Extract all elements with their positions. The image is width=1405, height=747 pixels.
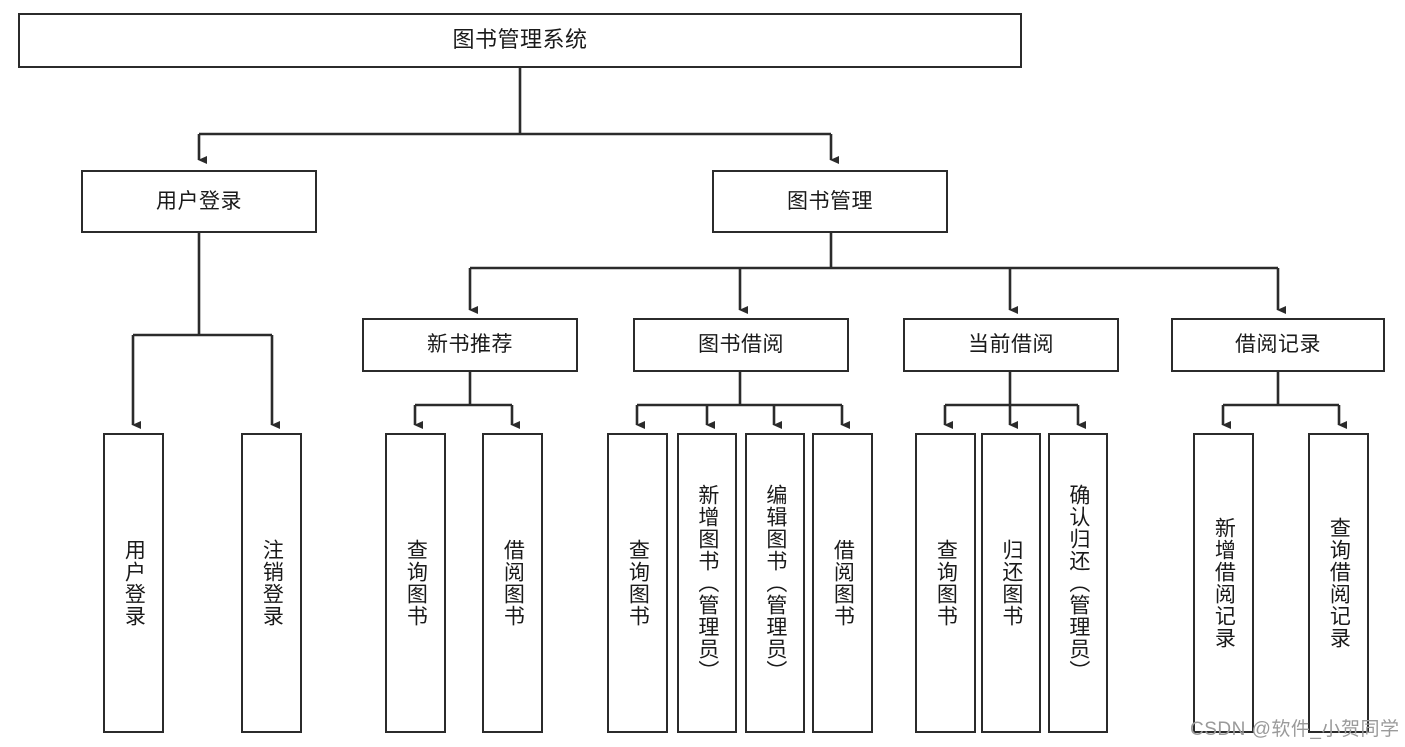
node-book-management[interactable]: 图书管理 xyxy=(712,170,948,233)
leaf-query-book-current-label: 查询图书 xyxy=(934,539,958,627)
leaf-query-borrow-record[interactable]: 查询借阅记录 xyxy=(1308,433,1369,733)
leaf-add-borrow-record[interactable]: 新增借阅记录 xyxy=(1193,433,1254,733)
leaf-confirm-return-admin[interactable]: 确认归还（管理员） xyxy=(1048,433,1108,733)
node-new-book-recommend[interactable]: 新书推荐 xyxy=(362,318,578,372)
leaf-user-login-label: 用户登录 xyxy=(122,539,146,627)
node-book-management-label: 图书管理 xyxy=(787,189,873,213)
leaf-add-book-admin[interactable]: 新增图书（管理员） xyxy=(677,433,737,733)
leaf-borrow-book-recommend[interactable]: 借阅图书 xyxy=(482,433,543,733)
node-current-borrow[interactable]: 当前借阅 xyxy=(903,318,1119,372)
node-current-borrow-label: 当前借阅 xyxy=(968,333,1054,357)
leaf-return-book-label: 归还图书 xyxy=(999,539,1023,627)
leaf-query-book-recommend[interactable]: 查询图书 xyxy=(385,433,446,733)
leaf-borrow-book-recommend-label: 借阅图书 xyxy=(501,539,525,627)
leaf-edit-book-admin-label: 编辑图书（管理员） xyxy=(763,484,787,682)
node-borrow-record[interactable]: 借阅记录 xyxy=(1171,318,1385,372)
leaf-user-login[interactable]: 用户登录 xyxy=(103,433,164,733)
node-book-borrow[interactable]: 图书借阅 xyxy=(633,318,849,372)
node-user-login-label: 用户登录 xyxy=(156,189,242,213)
leaf-return-book[interactable]: 归还图书 xyxy=(981,433,1041,733)
node-root[interactable]: 图书管理系统 xyxy=(18,13,1022,68)
leaf-query-book-current[interactable]: 查询图书 xyxy=(915,433,976,733)
leaf-logout[interactable]: 注销登录 xyxy=(241,433,302,733)
node-user-login[interactable]: 用户登录 xyxy=(81,170,317,233)
leaf-add-book-admin-label: 新增图书（管理员） xyxy=(695,484,719,682)
leaf-borrow-book-label: 借阅图书 xyxy=(831,539,855,627)
leaf-edit-book-admin[interactable]: 编辑图书（管理员） xyxy=(745,433,805,733)
node-borrow-record-label: 借阅记录 xyxy=(1235,333,1321,357)
leaf-query-book-borrow[interactable]: 查询图书 xyxy=(607,433,668,733)
leaf-logout-label: 注销登录 xyxy=(260,539,284,627)
leaf-query-borrow-record-label: 查询借阅记录 xyxy=(1327,517,1351,649)
leaf-query-book-recommend-label: 查询图书 xyxy=(404,539,428,627)
node-book-borrow-label: 图书借阅 xyxy=(698,333,784,357)
leaf-add-borrow-record-label: 新增借阅记录 xyxy=(1212,517,1236,649)
node-new-book-recommend-label: 新书推荐 xyxy=(427,333,513,357)
leaf-query-book-borrow-label: 查询图书 xyxy=(626,539,650,627)
leaf-borrow-book[interactable]: 借阅图书 xyxy=(812,433,873,733)
node-root-label: 图书管理系统 xyxy=(452,27,588,53)
leaf-confirm-return-admin-label: 确认归还（管理员） xyxy=(1066,484,1090,682)
